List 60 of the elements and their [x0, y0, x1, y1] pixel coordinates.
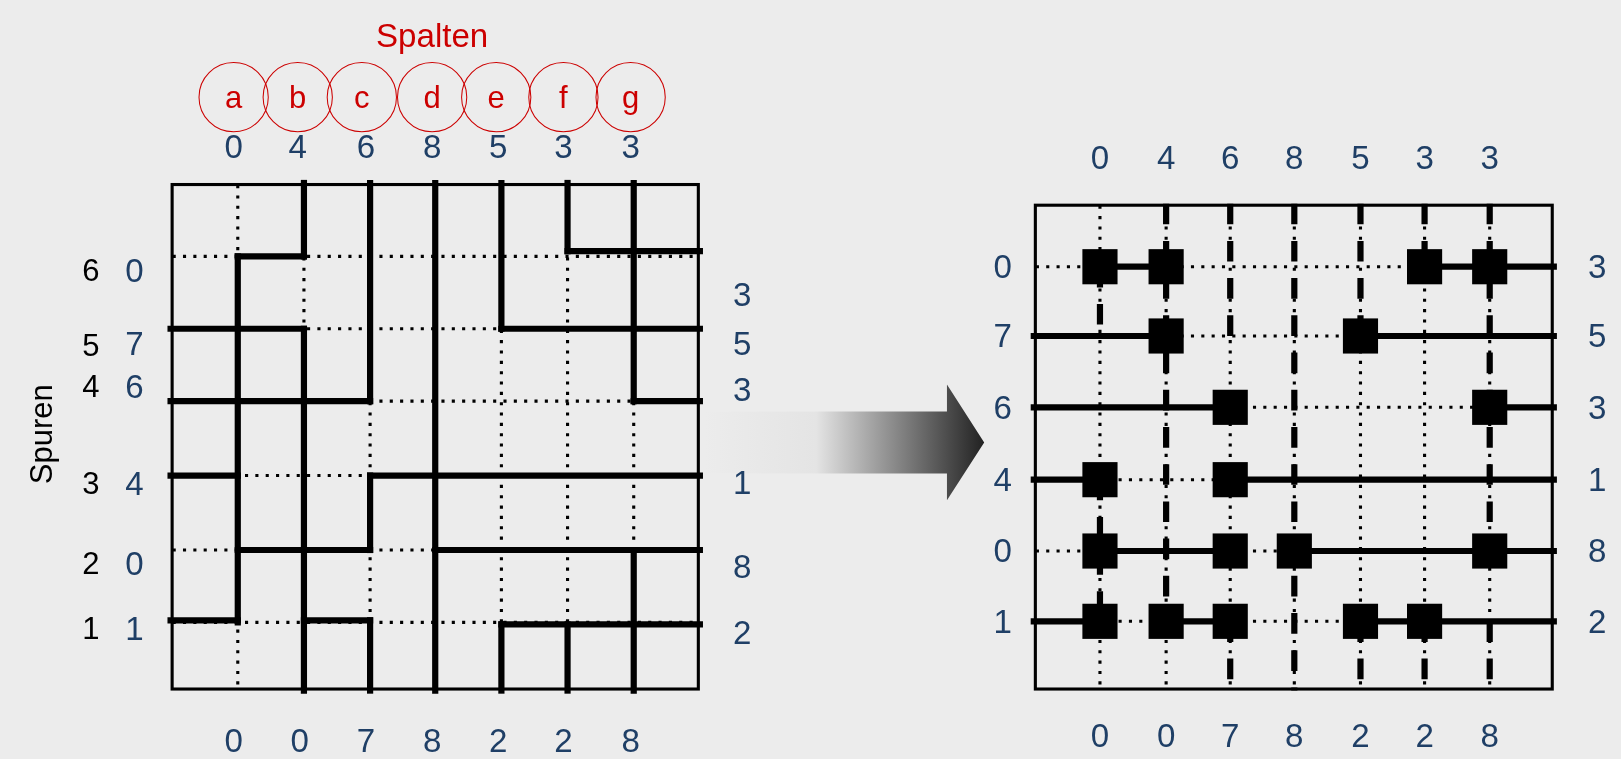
pin-count: 5: [489, 130, 508, 164]
pin-count: 0: [1090, 140, 1110, 174]
pin-count: 7: [1221, 719, 1240, 753]
net-number: 5: [1588, 319, 1607, 353]
pin-count: 0: [290, 723, 309, 757]
net-number: 6: [993, 390, 1012, 424]
pin-count: 0: [224, 130, 243, 164]
track-number: 4: [82, 371, 100, 403]
pin-count: 2: [554, 723, 573, 757]
axis-title: Spalten: [376, 18, 489, 52]
net-number: 7: [125, 326, 144, 360]
track-number: 6: [82, 255, 100, 287]
axis-title: Spuren: [25, 384, 57, 485]
pin-count: 8: [1285, 719, 1304, 753]
pin-count: 8: [422, 130, 442, 164]
pin-count: 3: [554, 130, 573, 164]
pin-count: 8: [1285, 140, 1304, 174]
net-number: 8: [733, 550, 752, 584]
net-number: 1: [1588, 463, 1607, 497]
track-number: 3: [82, 468, 100, 500]
pin-count: 0: [224, 723, 243, 757]
net-number: 8: [1588, 534, 1607, 568]
net-number: 3: [733, 278, 752, 312]
pin-count: 5: [1351, 140, 1370, 174]
pin-count: 6: [1221, 140, 1240, 174]
net-number: 1: [733, 466, 752, 500]
net-number: 3: [733, 373, 752, 407]
net-number: 4: [993, 463, 1012, 497]
net-number: 3: [1588, 250, 1607, 284]
net-number: 0: [125, 546, 144, 580]
pin-count: 0: [1156, 719, 1176, 753]
pin-count: 8: [422, 723, 442, 757]
pin-count: 3: [1415, 140, 1434, 174]
net-number: 4: [125, 467, 144, 501]
track-number: 2: [82, 547, 100, 579]
pin-count: 4: [288, 130, 307, 164]
pin-count: 2: [489, 723, 508, 757]
net-number: 0: [993, 534, 1012, 568]
pin-count: 8: [621, 723, 640, 757]
pin-count: 8: [1480, 719, 1499, 753]
pin-count: 4: [1156, 140, 1176, 174]
track-number: 5: [82, 329, 100, 361]
pin-count: 6: [356, 130, 376, 164]
net-number: 5: [733, 326, 752, 360]
pin-count: 3: [621, 130, 640, 164]
track-number: 1: [82, 613, 100, 645]
net-number: 2: [733, 616, 752, 650]
net-number: 1: [125, 612, 144, 646]
pin-count: 2: [1351, 719, 1370, 753]
pin-count: 7: [356, 723, 376, 757]
pin-count: 2: [1415, 719, 1434, 753]
net-number: 0: [125, 254, 144, 288]
pin-count: 0: [1090, 719, 1110, 753]
net-number: 7: [993, 319, 1012, 353]
net-number: 6: [125, 370, 144, 404]
net-number: 1: [993, 604, 1012, 638]
net-number: 0: [993, 250, 1012, 284]
pin-count: 3: [1480, 140, 1499, 174]
net-number: 2: [1588, 604, 1607, 638]
net-number: 3: [1588, 390, 1607, 424]
